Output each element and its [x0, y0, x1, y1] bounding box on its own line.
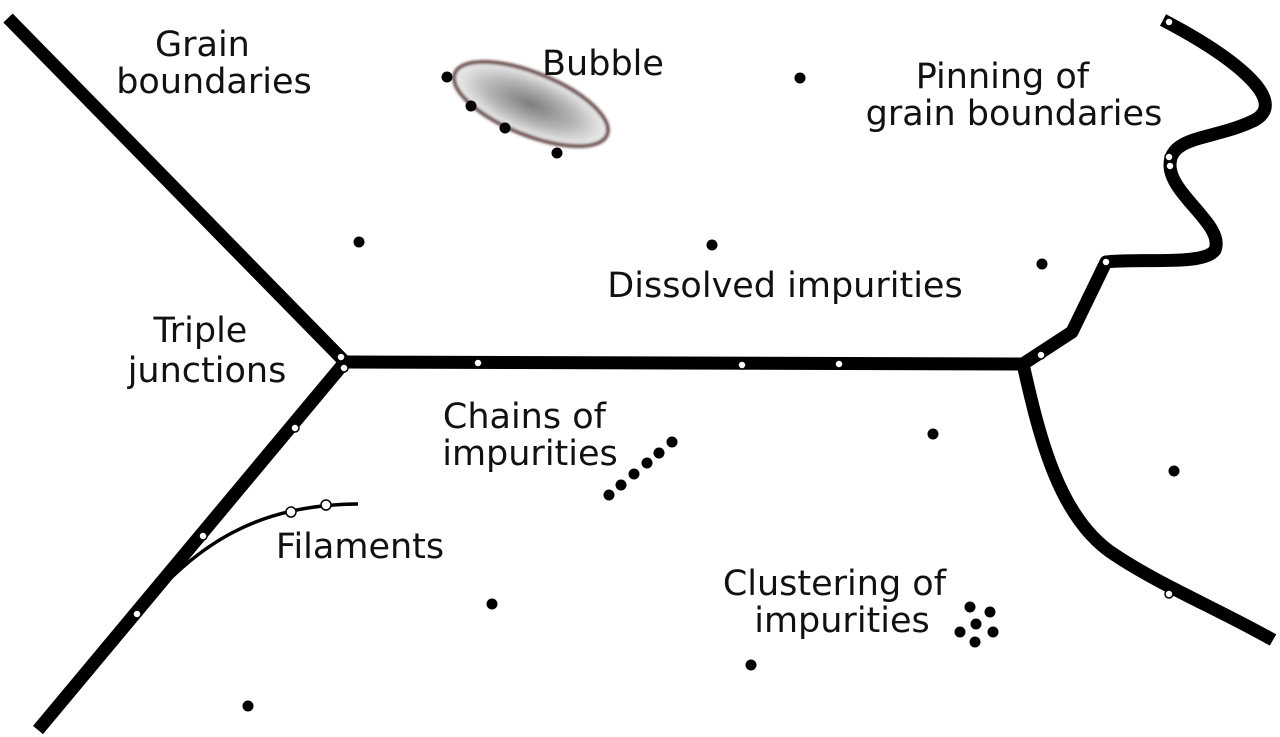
bubble-impurity	[465, 100, 477, 112]
chain-impurity	[603, 489, 615, 501]
label-pinning-line1: Pinning of	[916, 57, 1090, 97]
bubble-impurity	[499, 122, 511, 134]
boundary-impurity	[198, 531, 208, 541]
bubble-body	[452, 59, 610, 149]
label-triple-junctions: Triple junctions	[127, 311, 287, 391]
impurities	[242, 71, 1180, 712]
label-chains-line2: impurities	[442, 434, 618, 474]
filament-impurity	[320, 499, 332, 511]
boundary-lower-left	[33, 357, 350, 735]
cluster-impurity	[964, 601, 976, 613]
boundary-impurity	[1036, 350, 1046, 360]
boundary-impurity	[737, 360, 747, 370]
cluster-impurity	[984, 606, 996, 618]
label-dissolved-impurities: Dissolved impurities	[607, 266, 962, 306]
dissolved-impurity	[706, 239, 718, 251]
label-clustering-of-impurities: Clustering of impurities	[723, 564, 957, 641]
boundary-lower-right	[1016, 362, 1277, 646]
dissolved-impurity	[794, 72, 806, 84]
chain-impurity	[666, 436, 678, 448]
boundary-impurity	[1164, 17, 1174, 27]
label-filaments: Filaments	[276, 527, 444, 567]
boundary-upper-left	[3, 13, 350, 367]
label-chains-of-impurities: Chains of impurities	[442, 397, 618, 474]
dissolved-impurity	[927, 428, 939, 440]
boundary-center	[344, 355, 1024, 371]
label-grain-boundaries-line2: boundaries	[116, 62, 312, 102]
boundary-impurity	[1164, 152, 1174, 162]
dissolved-impurity	[1036, 258, 1048, 270]
label-pinning-line2: grain boundaries	[866, 94, 1163, 134]
chain-impurity	[653, 447, 665, 459]
dissolved-impurity	[242, 700, 254, 712]
label-triple-junctions-line2: junctions	[127, 351, 287, 391]
dissolved-impurity	[1168, 465, 1180, 477]
cluster-impurity	[987, 626, 999, 638]
label-pinning: Pinning of grain boundaries	[866, 57, 1163, 134]
boundary-impurity	[290, 423, 300, 433]
labels: Grain boundaries Bubble Pinning of grain…	[116, 25, 1162, 641]
cluster-impurity	[970, 618, 982, 630]
dissolved-impurity	[353, 236, 365, 248]
boundary-impurity	[1101, 257, 1111, 267]
chain-impurity	[641, 457, 653, 469]
boundary-impurity	[1164, 589, 1174, 599]
dissolved-impurity	[486, 598, 498, 610]
chain-impurity	[628, 468, 640, 480]
label-clustering-line2: impurities	[754, 601, 930, 641]
boundary-impurity	[339, 363, 349, 373]
label-bubble: Bubble	[542, 44, 664, 84]
filament-impurity	[285, 506, 297, 518]
bubble-impurity	[441, 71, 453, 83]
cluster-impurity	[954, 626, 966, 638]
boundary-impurity	[336, 352, 346, 362]
boundary-impurity	[132, 609, 142, 619]
label-grain-boundaries-line1: Grain	[155, 25, 250, 65]
cluster-impurity	[969, 636, 981, 648]
label-triple-junctions-line1: Triple	[153, 311, 248, 351]
boundary-impurities	[132, 17, 1175, 619]
boundary-impurity	[473, 358, 483, 368]
bubble-impurity	[551, 147, 563, 159]
chain-impurity	[615, 479, 627, 491]
label-grain-boundaries: Grain boundaries	[116, 25, 312, 102]
boundary-impurity	[834, 359, 844, 369]
boundary-impurity	[1165, 161, 1175, 171]
label-clustering-line1: Clustering of	[723, 564, 947, 604]
grain-boundaries	[3, 13, 1277, 735]
dissolved-impurity	[745, 659, 757, 671]
label-chains-line1: Chains of	[443, 397, 607, 437]
bubble	[452, 59, 610, 149]
